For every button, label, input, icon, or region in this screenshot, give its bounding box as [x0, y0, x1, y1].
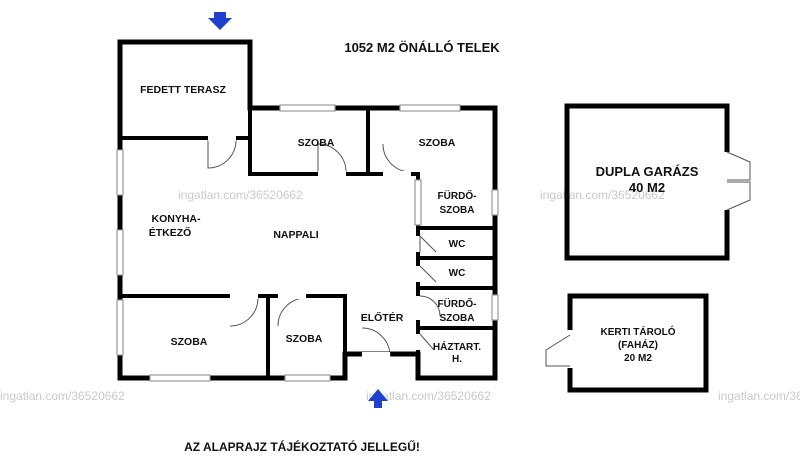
label-fedett-terasz: FEDETT TERASZ	[140, 84, 226, 96]
label-garazs-2: 40 M2	[629, 180, 665, 195]
label-tarolo-3: 20 M2	[624, 353, 652, 364]
garden-shed	[545, 293, 709, 393]
doors	[207, 136, 441, 357]
label-szoba-bottom-left: SZOBA	[171, 336, 208, 348]
label-szoba-top-right: SZOBA	[419, 137, 456, 149]
label-wc-2: WC	[449, 268, 466, 279]
label-nappali: NAPPALI	[273, 229, 318, 241]
label-garazs-1: DUPLA GARÁZS	[596, 164, 699, 179]
watermark-2: ingatlan.com/36520662	[540, 188, 665, 202]
house-windows	[116, 104, 499, 382]
label-haztart-1: HÁZTART.	[433, 340, 481, 353]
watermarks: ingatlan.com/36520662 ingatlan.com/36520…	[0, 188, 800, 403]
label-konyha-1: KONYHA-	[152, 213, 202, 225]
label-konyha-2: ÉTKEZŐ	[149, 226, 192, 239]
label-tarolo-2: (FAHÁZ)	[618, 338, 658, 351]
label-furdo1-1: FÜRDŐ-	[438, 189, 477, 202]
label-furdo2-2: SZOBA	[440, 313, 475, 324]
watermark-4: ingatlan.com/36520662	[366, 389, 491, 403]
label-furdo1-2: SZOBA	[440, 205, 475, 216]
watermark-3: ingatlan.com/36520662	[0, 389, 125, 403]
label-szoba-bottom-mid: SZOBA	[286, 333, 323, 345]
entrance-arrow-bottom-icon	[368, 389, 388, 408]
label-tarolo-1: KERTI TÁROLÓ	[601, 325, 676, 338]
label-szoba-top-left: SZOBA	[298, 137, 335, 149]
footer-note: AZ ALAPRAJZ TÁJÉKOZTATÓ JELLEGŰ!	[184, 439, 420, 454]
watermark-5: ingatlan.com/36520662	[718, 389, 800, 403]
garage	[564, 103, 751, 261]
watermark-1: ingatlan.com/36520662	[178, 188, 303, 202]
plot-title: 1052 M2 ÖNÁLLÓ TELEK	[344, 40, 500, 55]
label-wc-1: WC	[449, 239, 466, 250]
entrance-arrow-top-icon	[208, 12, 232, 30]
label-furdo2-1: FÜRDŐ-	[438, 297, 477, 310]
label-haztart-2: H.	[452, 354, 462, 365]
label-eloter: ELŐTÉR	[361, 311, 404, 324]
